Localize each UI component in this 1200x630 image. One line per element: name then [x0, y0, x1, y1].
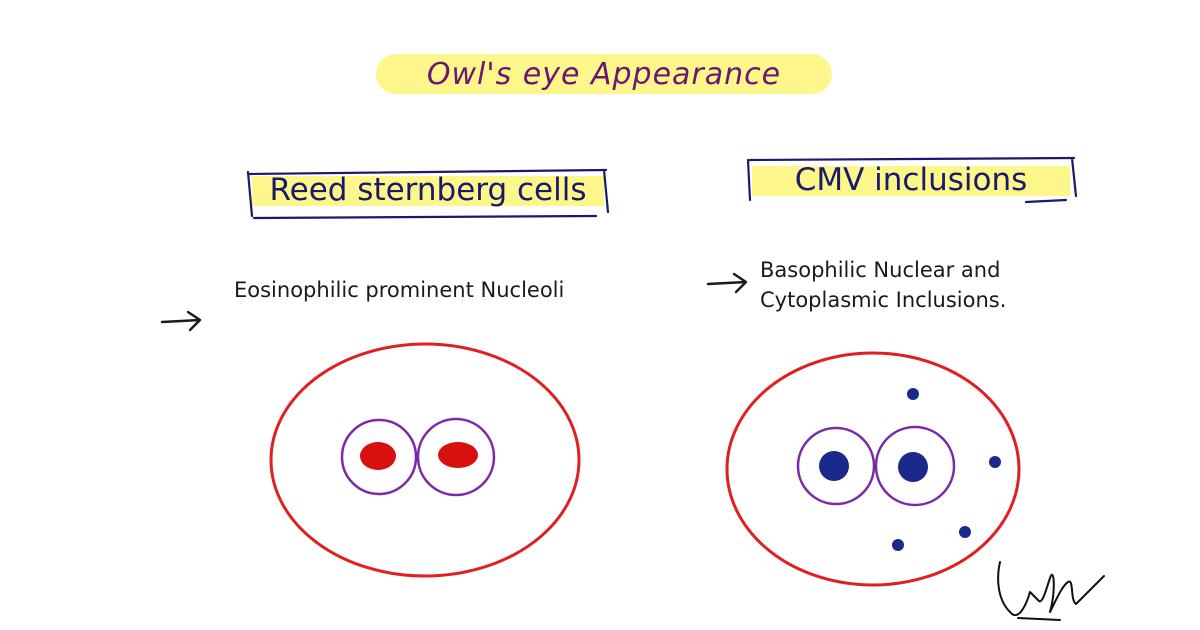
eosinophilic-nucleolus-left — [360, 442, 396, 470]
rs-nucleus-left — [340, 418, 418, 496]
heading-highlight — [252, 176, 604, 206]
basophilic-nuclear-inclusion-right — [898, 452, 928, 482]
note-basophilic-line1: Basophilic Nuclear and — [760, 258, 1001, 282]
arrow-right-icon — [160, 310, 202, 332]
signature-icon — [997, 561, 1105, 621]
heading-bracket — [246, 168, 610, 220]
rs-nucleus-right — [416, 417, 496, 497]
heading-reed-sternberg-label: Reed sternberg cells — [269, 172, 587, 208]
heading-cmv: CMV inclusions — [746, 156, 1078, 204]
heading-cmv-label: CMV inclusions — [794, 162, 1028, 198]
cmv-cell-outline — [725, 351, 1021, 587]
note-basophilic: Basophilic Nuclear and Cytoplasmic Inclu… — [760, 255, 1006, 315]
arrow-right-icon — [706, 272, 748, 294]
cmv-nucleus-left — [796, 426, 876, 506]
note-basophilic-line2: Cytoplasmic Inclusions. — [760, 288, 1007, 312]
title-highlight: Owl's eye Appearance — [376, 54, 832, 94]
page-title: Owl's eye Appearance — [426, 56, 782, 92]
cytoplasmic-inclusion — [892, 539, 904, 551]
cytoplasmic-inclusion — [907, 388, 919, 400]
heading-highlight — [752, 166, 1070, 196]
cmv-nucleus-right — [874, 425, 956, 507]
heading-reed-sternberg: Reed sternberg cells — [246, 166, 610, 220]
heading-bracket — [746, 156, 1078, 204]
reed-sternberg-cell-outline — [269, 342, 581, 578]
note-eosinophilic: Eosinophilic prominent Nucleoli — [234, 278, 565, 302]
eosinophilic-nucleolus-right — [438, 442, 478, 468]
cytoplasmic-inclusion — [959, 526, 971, 538]
cytoplasmic-inclusion — [989, 456, 1001, 468]
basophilic-nuclear-inclusion-left — [819, 451, 849, 481]
